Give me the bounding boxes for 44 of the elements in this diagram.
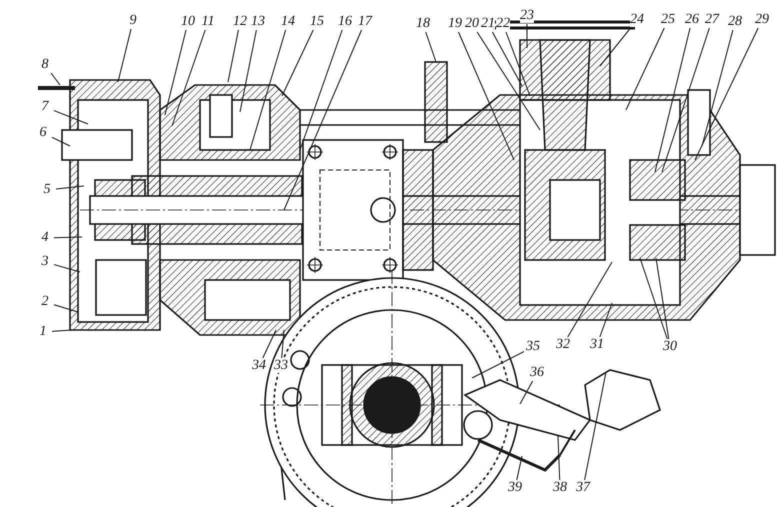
leader-line <box>284 30 362 210</box>
leader-line <box>694 28 759 160</box>
leader-line <box>526 24 528 48</box>
leader-line <box>52 136 70 146</box>
leader-line <box>228 30 239 82</box>
leader-line <box>600 28 632 66</box>
leader-line <box>282 30 314 96</box>
leader-line <box>50 72 60 86</box>
leader-line <box>584 372 606 480</box>
leader-line <box>54 110 88 124</box>
leader-line <box>567 262 612 338</box>
leader-line <box>240 30 257 112</box>
leader-line <box>262 330 276 358</box>
leader-line <box>558 436 560 480</box>
leader-line <box>516 456 522 480</box>
leader-line <box>472 351 524 378</box>
callout-number: 33 <box>274 359 288 373</box>
leader-line <box>626 28 665 110</box>
leader-line <box>54 304 78 312</box>
leader-line <box>656 258 670 340</box>
leader-line <box>281 330 284 358</box>
leader-line <box>54 236 82 238</box>
leader-line <box>300 30 343 150</box>
leader-line <box>492 32 522 86</box>
leader-line <box>599 302 612 338</box>
leader-line <box>506 32 530 96</box>
leader-line <box>458 32 514 160</box>
leader-line <box>56 186 84 190</box>
leader-line <box>662 28 710 172</box>
leader-line <box>702 30 734 146</box>
leader-line <box>250 30 286 150</box>
leader-line <box>164 30 187 116</box>
leader-line <box>52 330 72 332</box>
leader-line <box>476 32 540 130</box>
callout-number: 24 <box>630 13 644 27</box>
leader-line <box>640 258 668 340</box>
leader-line <box>520 380 534 404</box>
leader-line <box>54 264 80 272</box>
leader-line <box>118 28 132 82</box>
leader-line <box>654 28 691 172</box>
leader-line <box>172 30 206 126</box>
callout-number: 23 <box>520 9 534 23</box>
callout-number: 22 <box>496 17 510 31</box>
leader-line <box>425 32 436 62</box>
